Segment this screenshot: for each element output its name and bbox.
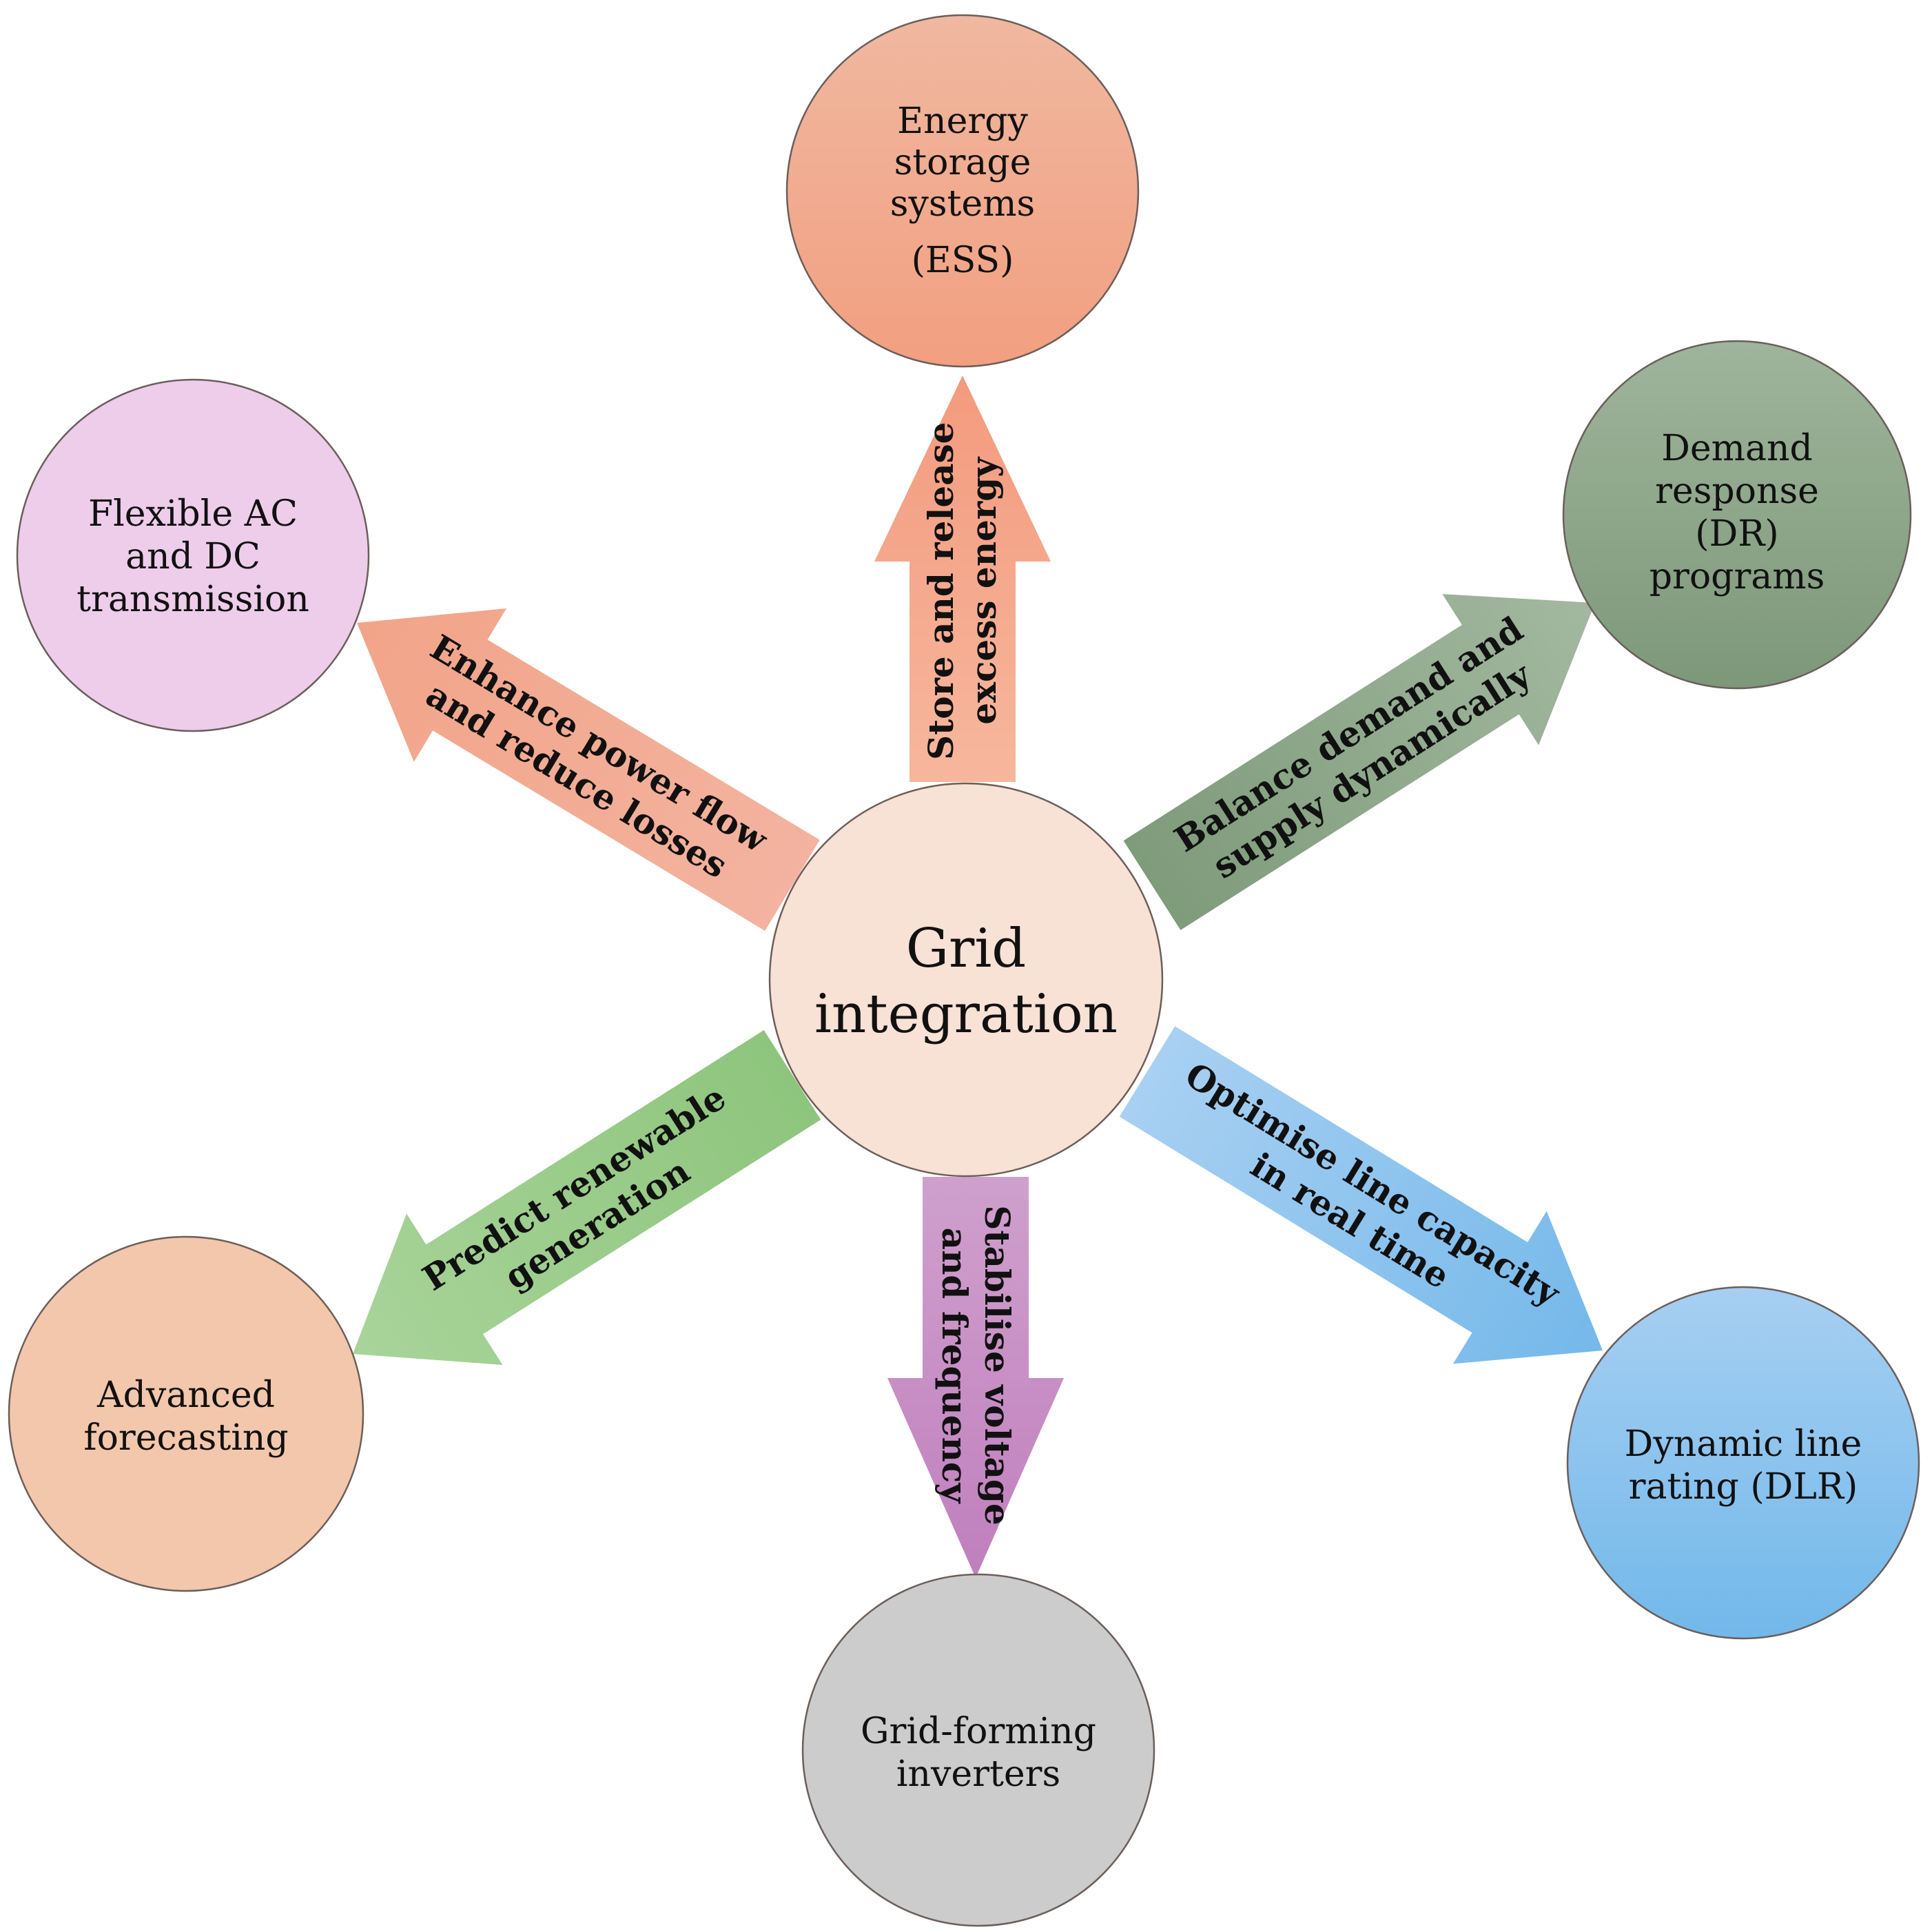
node-label-facts: Flexible AC — [88, 493, 298, 535]
node-label-gfi: Grid-forming — [861, 1711, 1096, 1752]
node-circle — [1566, 1286, 1920, 1640]
arrow-shape — [887, 1177, 1064, 1578]
node-circle — [801, 1573, 1155, 1927]
center-label: Grid — [906, 918, 1026, 980]
node-label-dlr: Dynamic line — [1625, 1424, 1862, 1465]
arrow-shape — [874, 376, 1051, 782]
node-label-ess: (ESS) — [912, 240, 1014, 281]
node-circle — [8, 1235, 364, 1592]
center-circle — [768, 782, 1164, 1178]
arrow-label-ess: excess energy — [963, 456, 1004, 725]
node-circle — [1562, 340, 1912, 690]
node-label-ess: storage — [894, 142, 1031, 183]
arrow-label-gfi: Stabilise voltage — [977, 1205, 1018, 1525]
node-label-ess: systems — [890, 183, 1035, 225]
node-label-dlr: rating (DLR) — [1629, 1466, 1858, 1508]
node-label-af: Advanced — [96, 1375, 275, 1416]
center-label: integration — [814, 983, 1118, 1045]
arrow-label-gfi: and frequency — [934, 1228, 975, 1505]
arrow-shape — [1123, 594, 1596, 930]
node-label-ess: Energy — [897, 101, 1028, 142]
node-label-af: forecasting — [83, 1417, 288, 1459]
node-label-dr: programs — [1650, 556, 1825, 597]
node-label-dr: Demand — [1661, 428, 1813, 469]
node-label-facts: and DC — [125, 536, 260, 577]
node-label-gfi: inverters — [896, 1754, 1060, 1795]
node-circle — [785, 14, 1140, 368]
arrow-shape — [1119, 1026, 1603, 1364]
node-label-dr: response — [1655, 471, 1819, 512]
node-circle — [16, 378, 370, 732]
arrow-label-ess: Store and release — [921, 422, 961, 760]
node-label-facts: transmission — [76, 579, 309, 620]
arrow-shape — [356, 608, 820, 931]
node-label-dr: (DR) — [1695, 513, 1778, 555]
arrow-shape — [352, 1029, 821, 1365]
